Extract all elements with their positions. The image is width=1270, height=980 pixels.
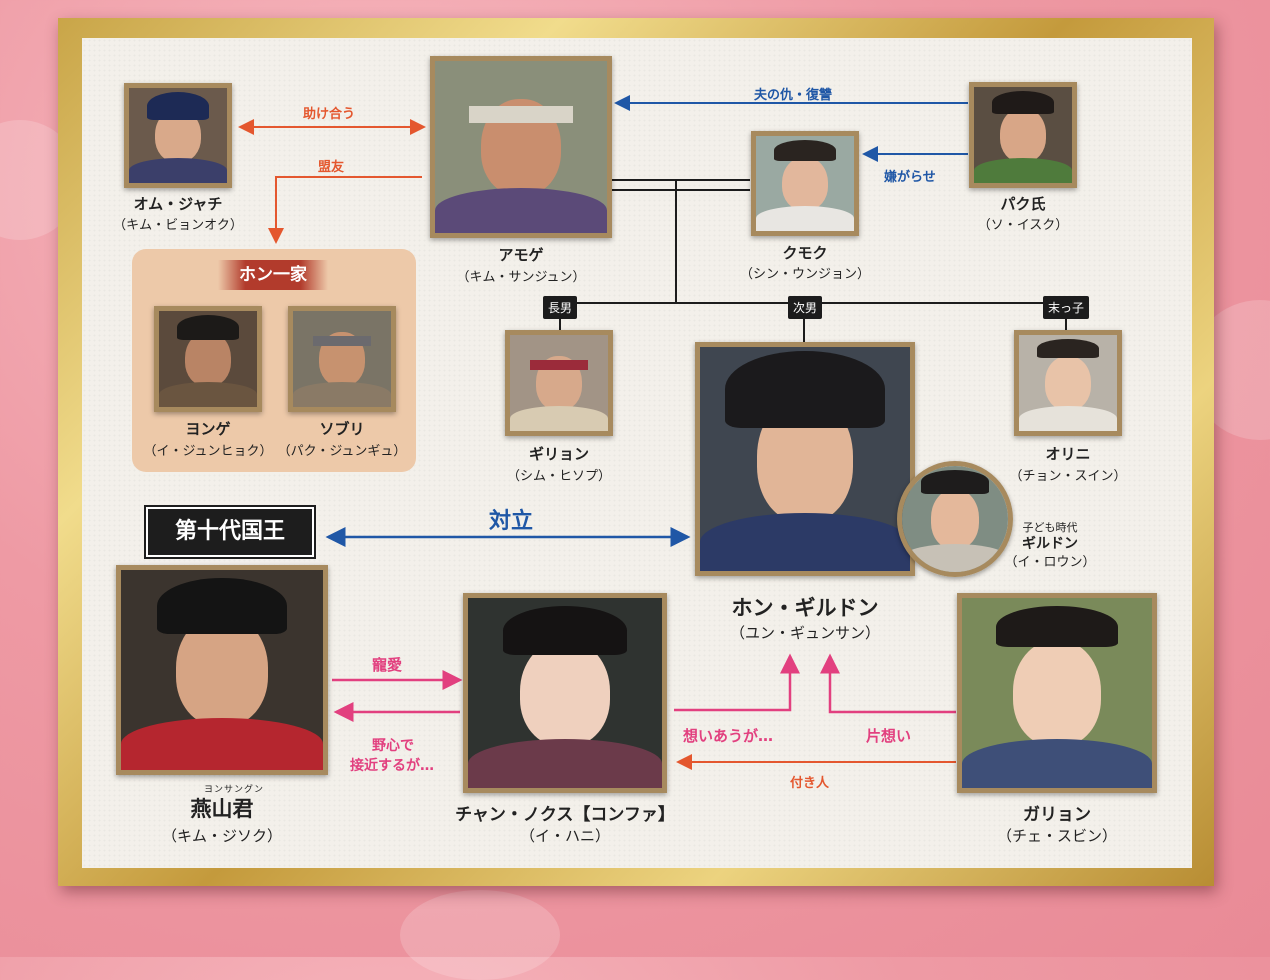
name-orini: オリニ [1045, 445, 1091, 463]
label-ambition-2: 接近するが… [350, 758, 434, 774]
portrait-amoge [430, 56, 612, 238]
actor-orini: （チョン・スイン） [1009, 469, 1127, 484]
label-revenge: 夫の仇・復讐 [754, 88, 833, 103]
background-petal [400, 890, 560, 980]
label-harass: 嫌がらせ [884, 170, 936, 185]
actor-soburi: （パク・ジュンギュ） [277, 444, 407, 459]
actor-yeonsan: （キム・ジソク） [161, 827, 283, 845]
portrait-giryon [505, 330, 613, 436]
portrait-soburi [288, 306, 396, 412]
portrait-yonge [154, 306, 262, 412]
name-giryon: ギリョン [528, 445, 590, 463]
actor-omu: （キム・ビョンオク） [113, 218, 243, 233]
name-hong: ホン・ギルドン [731, 596, 879, 620]
name-garyon: ガリョン [1023, 805, 1091, 825]
label-help: 助け合う [303, 107, 356, 122]
label-ambition-1: 野心で [372, 738, 414, 754]
label-mutual: 想いあうが… [683, 727, 774, 745]
name-amoge: アモゲ [498, 246, 544, 264]
youngest-tag: 末っ子 [1043, 296, 1090, 319]
name-paku: パク氏 [1000, 195, 1046, 213]
actor-paku: （ソ・イスク） [977, 218, 1069, 233]
name-omu: オム・ジャチ [133, 195, 223, 213]
portrait-orini [1014, 330, 1122, 436]
portrait-child [897, 461, 1013, 577]
actor-giryon: （シム・ヒソプ） [506, 469, 612, 484]
label-oneside: 片想い [866, 727, 912, 745]
hong-family-label: ホン一家 [218, 260, 328, 290]
second-son-tag: 次男 [788, 296, 823, 319]
actor-child: （イ・ロウン） [1004, 555, 1096, 570]
actor-nokusu: （イ・ハニ） [519, 827, 611, 845]
name-kumoku: クモク [782, 244, 828, 262]
portrait-yeonsan [116, 565, 328, 775]
name-yonge: ヨンゲ [185, 420, 231, 438]
portrait-hong [695, 342, 915, 576]
actor-hong: （ユン・ギュンサン） [729, 624, 881, 642]
actor-yonge: （イ・ジュンヒョク） [143, 444, 273, 459]
name-soburi: ソブリ [319, 420, 365, 438]
portrait-omu [124, 83, 232, 188]
actor-garyon: （チェ・スビン） [996, 827, 1118, 845]
child-note: 子ども時代 [1022, 521, 1078, 534]
king-label: 第十代国王 [144, 505, 316, 559]
eldest-son-tag: 長男 [543, 296, 578, 319]
actor-amoge: （キム・サンジュン） [456, 270, 586, 285]
label-favor: 寵愛 [372, 656, 403, 674]
label-ally: 盟友 [318, 160, 345, 175]
portrait-nokusu [463, 593, 667, 793]
label-oppose: 対立 [489, 509, 534, 534]
name-child: ギルドン [1022, 536, 1078, 552]
label-attendant: 付き人 [790, 776, 830, 791]
name-yeonsan: 燕山君 [190, 797, 254, 821]
portrait-kumoku [751, 131, 859, 236]
name-nokusu: チャン・ノクス【コンファ】 [455, 805, 675, 825]
actor-kumoku: （シン・ウンジョン） [739, 267, 871, 282]
portrait-garyon [957, 593, 1157, 793]
portrait-paku [969, 82, 1077, 188]
ruby-yeonsan: ヨンサングン [203, 785, 265, 795]
